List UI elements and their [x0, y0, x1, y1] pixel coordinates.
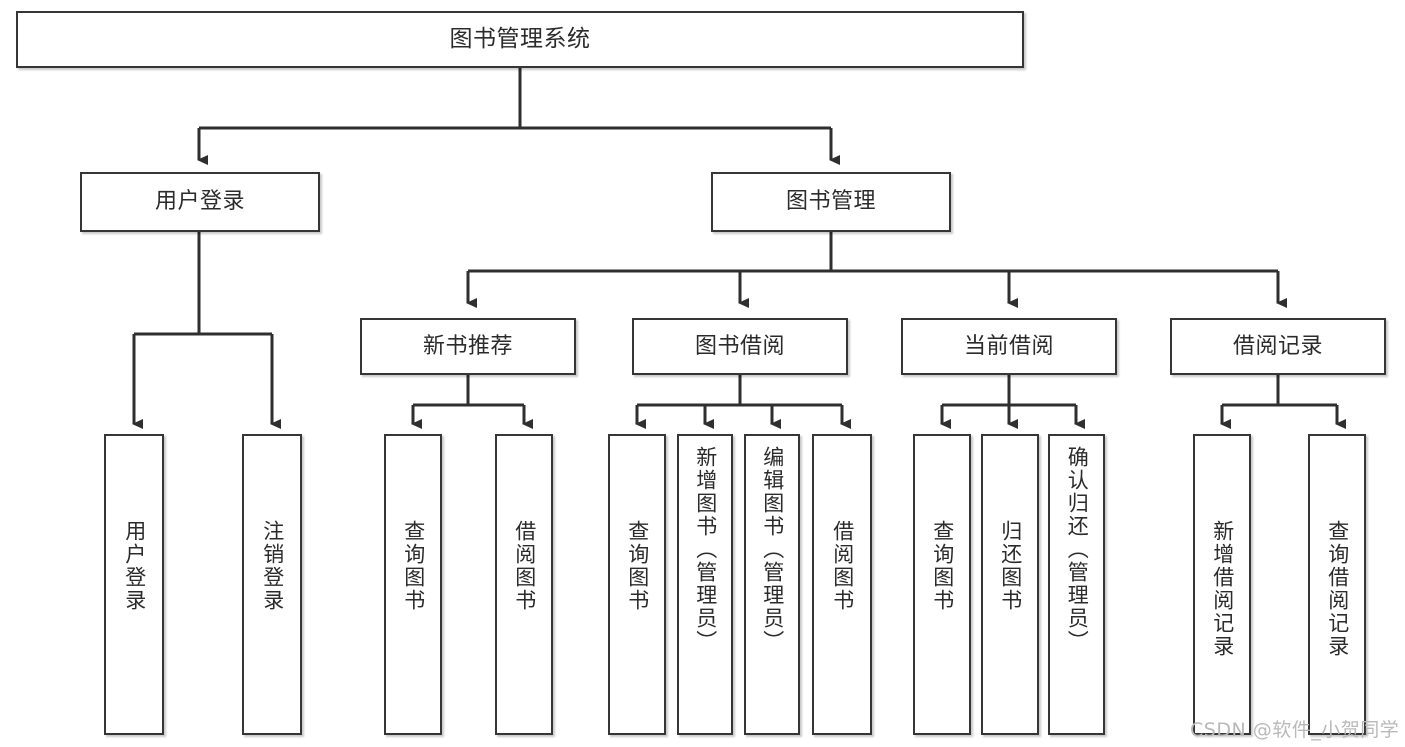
node-label: 图书管理: [785, 189, 876, 215]
node-label: 用户登录: [122, 520, 147, 612]
node-label: 编辑图书（管理员）: [760, 446, 785, 653]
leaf-edit-book[interactable]: 编辑图书（管理员）: [744, 434, 800, 735]
leaf-user-login[interactable]: 用户登录: [104, 434, 164, 735]
node-label: 新增图书（管理员）: [693, 446, 718, 653]
leaf-query-book-3[interactable]: 查询图书: [913, 434, 971, 735]
node-label: 当前借阅: [963, 333, 1054, 359]
node-current-borrow[interactable]: 当前借阅: [901, 318, 1117, 375]
node-borrow-record[interactable]: 借阅记录: [1170, 318, 1386, 375]
node-label: 图书管理系统: [449, 25, 591, 52]
leaf-return-book[interactable]: 归还图书: [981, 434, 1039, 735]
node-label: 用户登录: [154, 189, 245, 215]
leaf-confirm-return[interactable]: 确认归还（管理员）: [1048, 434, 1105, 735]
node-book-manage[interactable]: 图书管理: [711, 172, 951, 232]
leaf-add-record[interactable]: 新增借阅记录: [1193, 434, 1251, 735]
watermark: CSDN @软件_小贺同学: [1190, 719, 1400, 741]
node-label: 确认归还（管理员）: [1065, 446, 1090, 653]
node-label: 新增借阅记录: [1210, 520, 1235, 658]
node-label: 新书推荐: [422, 333, 513, 359]
node-book-borrow[interactable]: 图书借阅: [632, 318, 848, 375]
node-user-login[interactable]: 用户登录: [80, 172, 320, 232]
leaf-add-book[interactable]: 新增图书（管理员）: [677, 434, 733, 735]
leaf-logout-login[interactable]: 注销登录: [242, 434, 302, 735]
node-label: 查询图书: [401, 520, 426, 612]
leaf-query-book-1[interactable]: 查询图书: [384, 434, 442, 735]
node-label: 图书借阅: [694, 333, 785, 359]
node-label: 归还图书: [998, 520, 1023, 612]
node-label: 借阅图书: [512, 520, 537, 612]
node-label: 借阅图书: [830, 520, 855, 612]
node-label: 注销登录: [260, 520, 285, 612]
node-label: 查询借阅记录: [1325, 520, 1350, 658]
leaf-query-book-2[interactable]: 查询图书: [608, 434, 666, 735]
leaf-query-record[interactable]: 查询借阅记录: [1308, 434, 1366, 735]
node-root-system[interactable]: 图书管理系统: [16, 11, 1024, 68]
node-label: 查询图书: [930, 520, 955, 612]
node-new-book-recommend[interactable]: 新书推荐: [360, 318, 576, 375]
leaf-borrow-book-2[interactable]: 借阅图书: [812, 434, 872, 735]
node-label: 查询图书: [625, 520, 650, 612]
node-label: 借阅记录: [1232, 333, 1323, 359]
leaf-borrow-book-1[interactable]: 借阅图书: [495, 434, 553, 735]
